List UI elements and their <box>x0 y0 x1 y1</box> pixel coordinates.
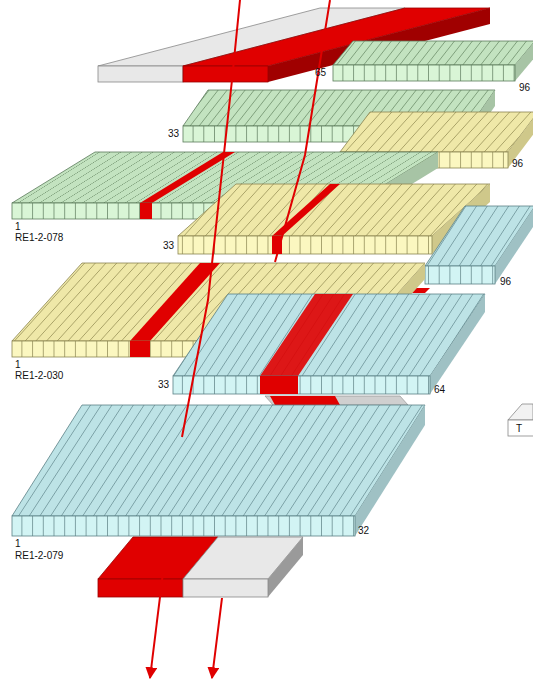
strip-number: RE1-2-030 <box>15 370 63 381</box>
particle-track <box>150 0 330 678</box>
readout-bar <box>98 537 303 597</box>
strip-plane <box>12 405 425 536</box>
strip-plane <box>173 294 485 405</box>
strip-number: 65 <box>315 67 326 78</box>
strip-number: 96 <box>519 82 530 93</box>
strip-number: 33 <box>158 379 169 390</box>
strip-number: RE1-2-079 <box>15 550 63 561</box>
strip-number: 1 <box>15 221 21 232</box>
strip-number: 64 <box>434 384 445 395</box>
strip-number: RE1-2-078 <box>15 232 63 243</box>
strip-number: 96 <box>500 276 511 287</box>
cut-label: T <box>516 423 522 434</box>
partial-box <box>508 404 533 436</box>
strip-plane <box>410 206 533 293</box>
strip-number: 1 <box>15 359 21 370</box>
strip-number: 96 <box>512 158 523 169</box>
strip-number: 33 <box>168 128 179 139</box>
strip-number: 32 <box>358 525 369 536</box>
strip-number: 33 <box>163 240 174 251</box>
strip-plane <box>333 41 533 81</box>
strip-number: 1 <box>15 538 21 549</box>
